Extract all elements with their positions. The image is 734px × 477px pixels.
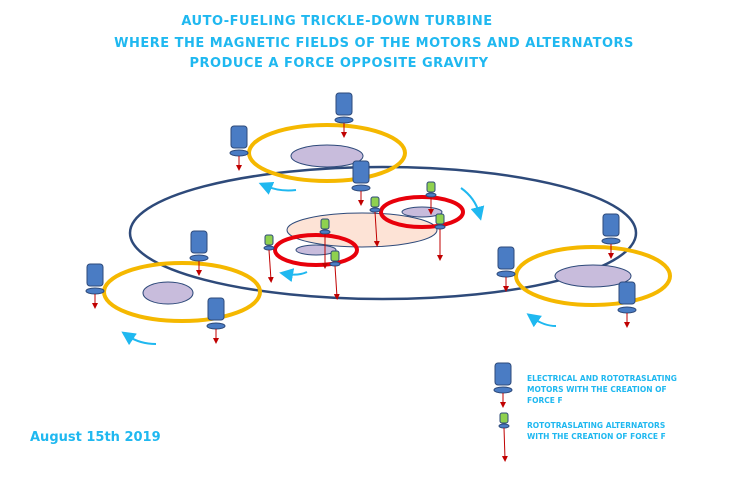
right-rotor-disc bbox=[554, 264, 632, 288]
motor bbox=[206, 297, 226, 344]
motor bbox=[496, 246, 516, 292]
motor bbox=[351, 160, 371, 206]
alternator bbox=[319, 218, 331, 269]
inner-rotor-ring-right bbox=[379, 195, 465, 229]
alternator bbox=[434, 213, 446, 261]
rotation-arrows bbox=[121, 181, 557, 346]
title-line-1: AUTO-FUELING TRICKLE-DOWN TURBINE bbox=[181, 14, 493, 29]
legend-motor-label: ELECTRICAL AND ROTOTRASLATING MOTORS WIT… bbox=[527, 373, 677, 406]
alternator bbox=[369, 196, 381, 247]
inner-rotor-ring-left bbox=[273, 233, 359, 267]
motor bbox=[189, 230, 209, 276]
date-label: August 15th 2019 bbox=[30, 430, 161, 445]
right-rotor-ring bbox=[514, 245, 672, 307]
rotation-arrow bbox=[279, 268, 308, 282]
left-rotor-disc bbox=[142, 281, 194, 305]
legend-alternator-icon bbox=[498, 412, 510, 462]
alternator bbox=[263, 234, 275, 283]
top-rotor-disc bbox=[290, 144, 364, 168]
alternator bbox=[425, 181, 437, 215]
motor bbox=[229, 125, 249, 171]
alternator bbox=[329, 250, 341, 300]
main-ring bbox=[128, 165, 638, 301]
rotation-arrow bbox=[121, 331, 157, 346]
motor bbox=[617, 281, 637, 328]
legend-motor-line-2: MOTORS WITH THE CREATION OF bbox=[527, 385, 667, 394]
legend-motor-line-3: FORCE F bbox=[527, 396, 563, 405]
title-line-3: PRODUCE A FORCE OPPOSITE GRAVITY bbox=[189, 56, 489, 71]
legend-alternator-line-1: ROTOTRASLATING ALTERNATORS bbox=[527, 421, 666, 430]
inner-rotor-disc-left bbox=[295, 244, 337, 256]
motor bbox=[85, 263, 105, 309]
rotation-arrow bbox=[526, 313, 557, 328]
center-disc bbox=[286, 212, 438, 248]
legend-motor-icon bbox=[493, 362, 513, 408]
rotation-arrow bbox=[460, 187, 485, 221]
motor bbox=[334, 92, 354, 138]
rotation-arrow bbox=[258, 181, 297, 195]
legend-alternator-label: ROTOTRASLATING ALTERNATORS WITH THE CREA… bbox=[527, 420, 666, 442]
legend-motor-line-1: ELECTRICAL AND ROTOTRASLATING bbox=[527, 374, 677, 383]
top-rotor-ring bbox=[247, 123, 407, 183]
legend-alternator-line-2: WITH THE CREATION OF FORCE F bbox=[527, 432, 666, 441]
motor bbox=[601, 213, 621, 259]
title-line-2: WHERE THE MAGNETIC FIELDS OF THE MOTORS … bbox=[114, 36, 634, 51]
